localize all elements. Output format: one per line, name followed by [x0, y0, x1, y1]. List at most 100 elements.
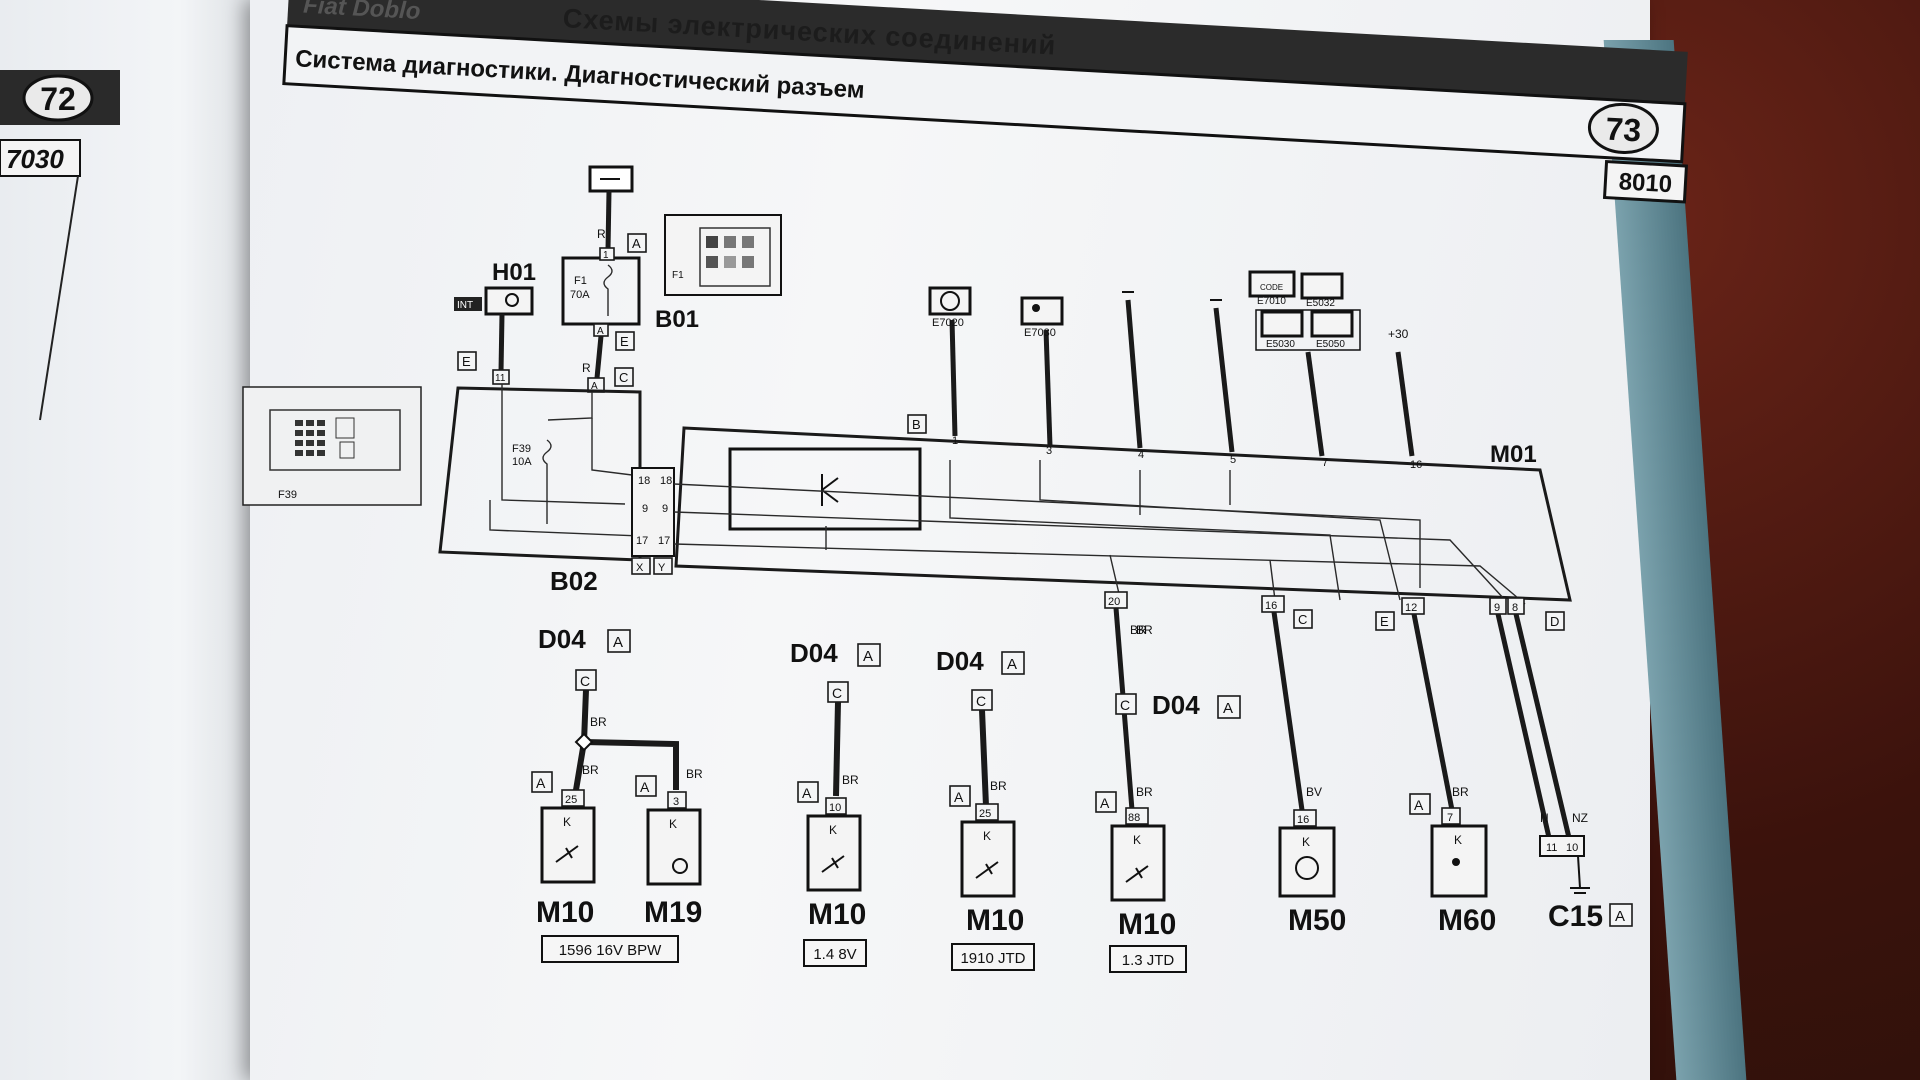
m01-top-pins: 1 3 4 5 7 16	[952, 435, 1422, 471]
svg-text:7: 7	[1322, 457, 1328, 469]
svg-text:F39: F39	[512, 443, 531, 455]
svg-text:9: 9	[662, 503, 668, 515]
connector-tag-b: B	[907, 414, 927, 434]
connector-tag-c: C	[614, 367, 634, 387]
ecu-a-tags: A A A A A A	[531, 771, 1431, 815]
svg-text:25: 25	[979, 808, 991, 820]
svg-text:K: K	[563, 815, 571, 829]
svg-text:16: 16	[1265, 600, 1277, 612]
svg-text:M10: M10	[966, 904, 1024, 937]
svg-text:C: C	[832, 685, 842, 701]
svg-text:BR: BR	[1452, 785, 1469, 799]
svg-text:12: 12	[1405, 602, 1417, 614]
svg-text:BV: BV	[1306, 785, 1322, 799]
variant-13: 1.3 JTD	[1109, 945, 1187, 973]
svg-text:11: 11	[495, 373, 506, 384]
svg-text:E7020: E7020	[932, 317, 964, 329]
svg-text:F1: F1	[574, 275, 587, 287]
svg-text:C: C	[619, 370, 628, 385]
svg-text:1.4 8V: 1.4 8V	[813, 946, 856, 963]
fuse-box-icon: F1	[664, 214, 782, 296]
b02-m01-connector: 18 18 9 9 17 17 X Y	[631, 467, 675, 575]
connector-tag-e2: E	[457, 351, 477, 371]
svg-text:C: C	[976, 693, 986, 709]
svg-text:BR: BR	[990, 779, 1007, 793]
ecu-c-tags: C C C C	[575, 669, 1137, 715]
variant-1910: 1910 JTD	[951, 943, 1035, 971]
svg-text:16: 16	[1297, 814, 1309, 826]
svg-text:70A: 70A	[570, 289, 590, 301]
right-page	[250, 0, 1650, 1080]
ecu-m10-13: 88 K M10	[1110, 807, 1176, 941]
svg-text:5: 5	[1230, 454, 1236, 466]
svg-text:B: B	[912, 417, 921, 432]
ecu-m10-14: 10 K M10	[806, 797, 866, 931]
connector-tag-a: A	[627, 233, 647, 253]
svg-text:10: 10	[1566, 842, 1578, 854]
d04-label-3: D04 A	[936, 646, 1025, 676]
svg-text:3: 3	[673, 796, 679, 808]
svg-text:X: X	[636, 562, 644, 574]
svg-text:A: A	[1223, 700, 1233, 717]
svg-text:1: 1	[952, 435, 958, 447]
svg-text:7: 7	[1447, 812, 1453, 824]
svg-text:C: C	[580, 673, 590, 689]
svg-text:M10: M10	[536, 896, 594, 929]
code-current: 8010	[1618, 168, 1673, 198]
svg-text:E7010: E7010	[1257, 296, 1286, 307]
svg-text:20: 20	[1108, 596, 1120, 608]
svg-text:NZ: NZ	[1572, 811, 1588, 825]
svg-text:BR: BR	[842, 773, 859, 787]
fuse-box-f39-icon: F39	[242, 386, 422, 506]
connector-tag-d: D	[1545, 611, 1565, 631]
immobilizer-icons: CODE E7010 E5032 E5030 E5050	[1248, 270, 1361, 351]
svg-text:F39: F39	[278, 489, 297, 501]
svg-text:1910 JTD: 1910 JTD	[960, 950, 1025, 967]
page-current-number: 73	[1605, 110, 1643, 148]
svg-text:8: 8	[1512, 602, 1518, 614]
b01-fuse-box: 1 F1 70A A	[561, 247, 641, 337]
svg-text:K: K	[669, 817, 677, 831]
svg-text:BR: BR	[582, 763, 599, 777]
c15-diagnostic-socket: 11 10 C15 A	[1539, 835, 1633, 933]
m01-label: M01	[1490, 441, 1537, 468]
injector-icon	[555, 845, 579, 863]
code-prev: 7030	[6, 144, 64, 174]
svg-text:17: 17	[636, 535, 648, 547]
svg-text:E7030: E7030	[1024, 327, 1056, 339]
svg-text:A: A	[613, 634, 623, 651]
d04-label-1: D04 A	[538, 624, 631, 654]
svg-text:Y: Y	[658, 562, 666, 574]
svg-text:M50: M50	[1288, 904, 1346, 937]
diagnostic-connector-icon	[1570, 887, 1590, 894]
svg-text:10A: 10A	[512, 456, 532, 468]
svg-text:K: K	[1454, 833, 1462, 847]
svg-text:E: E	[1380, 614, 1389, 629]
battery-icon	[588, 165, 634, 193]
svg-text:E5050: E5050	[1316, 339, 1345, 350]
svg-text:A: A	[591, 381, 598, 392]
svg-text:K: K	[1302, 835, 1310, 849]
variant-1596: 1596 16V BPW	[541, 935, 679, 963]
page-prev-number: 72	[40, 81, 76, 117]
b01-label: B01	[655, 306, 699, 333]
svg-text:A: A	[863, 648, 873, 665]
svg-text:16: 16	[1410, 459, 1422, 471]
connector-tag-e: E	[615, 331, 635, 351]
svg-text:A: A	[632, 236, 641, 251]
svg-text:A: A	[954, 789, 964, 805]
svg-text:A: A	[640, 779, 650, 795]
connector-tag-e3: E	[1375, 611, 1395, 631]
svg-text:1: 1	[603, 250, 609, 261]
svg-text:A: A	[536, 775, 546, 791]
svg-text:INT: INT	[457, 300, 473, 311]
svg-text:17: 17	[658, 535, 670, 547]
svg-text:BR: BR	[1136, 623, 1153, 637]
svg-text:11: 11	[1546, 842, 1557, 854]
d04-label-2: D04 A	[790, 638, 881, 668]
svg-text:A: A	[802, 785, 812, 801]
svg-text:1.3 JTD: 1.3 JTD	[1122, 952, 1175, 969]
svg-text:CODE: CODE	[1260, 283, 1283, 292]
svg-text:18: 18	[660, 475, 672, 487]
airbag-icon: E7030	[1020, 296, 1064, 339]
